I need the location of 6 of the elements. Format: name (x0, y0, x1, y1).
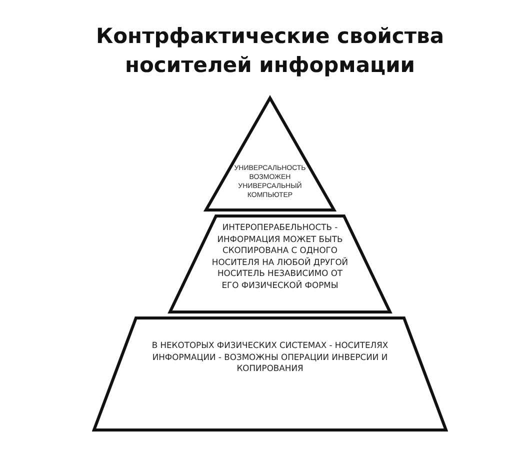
pyramid-base-tier (92, 316, 448, 432)
tier-text: В НЕКОТОРЫХ ФИЗИЧЕСКИХ СИСТЕМАХ - НОСИТЕЛЯХ ИНФОРМАЦИИ - ВОЗМОЖНЫ ОПЕРАЦИИ ИНВЕРСИИ И КОПИРОВАНИЯ (150, 340, 390, 374)
diagram-title: Контрфактические свойства носителей информации (94, 23, 446, 79)
pyramid-middle-tier (168, 214, 392, 314)
pyramid-top-triangle (204, 96, 336, 212)
tier-text: ИНТЕРОПЕРАБЕЛЬНОСТЬ - ИНФОРМАЦИЯ МОЖЕТ БЫТЬ СКОПИРОВАНА С ОДНОГО НОСИТЕЛЯ НА ЛЮБОЙ ДРУГОЙ НОСИТЕЛЬ НЕЗАВИСИМО ОТ ЕГО ФИЗИЧЕСКОЙ ФОРМЫ (210, 222, 350, 291)
